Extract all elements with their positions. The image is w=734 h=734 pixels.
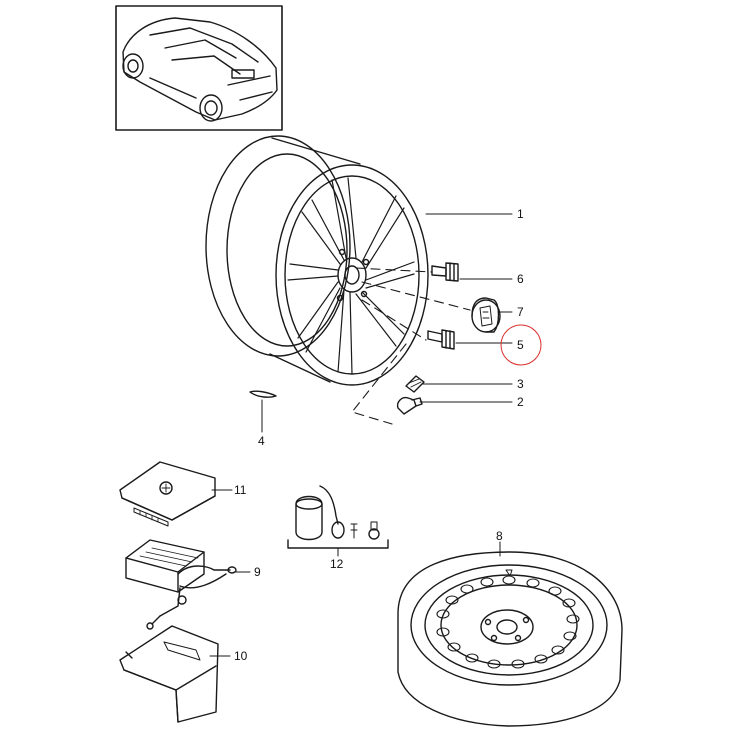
tire-repair-kit (287, 485, 389, 549)
label-11: 11 (234, 483, 247, 497)
label-1: 1 (517, 207, 524, 221)
spare-wheel (397, 551, 623, 727)
label-6: 6 (517, 272, 524, 286)
valve-cap (405, 375, 425, 393)
vehicle-thumbnail (115, 5, 283, 131)
label-8: 8 (496, 529, 503, 543)
wheel-bolt-upper (431, 262, 459, 282)
label-7: 7 (517, 305, 524, 319)
leader-lines (209, 213, 513, 657)
tire-valve (396, 396, 423, 415)
label-5: 5 (517, 338, 524, 352)
balance-weight (249, 390, 277, 398)
label-9: 9 (254, 565, 261, 579)
alloy-wheel (205, 135, 429, 386)
wheel-bolt-lower (427, 329, 455, 350)
assembly-dash-lines (351, 267, 471, 425)
tray-cover (119, 461, 216, 527)
holding-bracket (119, 625, 219, 723)
label-12: 12 (330, 557, 344, 571)
highlight-circle (500, 324, 542, 366)
hub-cap (471, 297, 501, 333)
callout-labels: 1 6 7 5 3 2 4 11 8 12 9 10 (234, 207, 524, 663)
label-2: 2 (517, 395, 524, 409)
label-3: 3 (517, 377, 524, 391)
tire-compressor (125, 539, 237, 630)
label-4: 4 (258, 434, 265, 448)
label-10: 10 (234, 649, 248, 663)
